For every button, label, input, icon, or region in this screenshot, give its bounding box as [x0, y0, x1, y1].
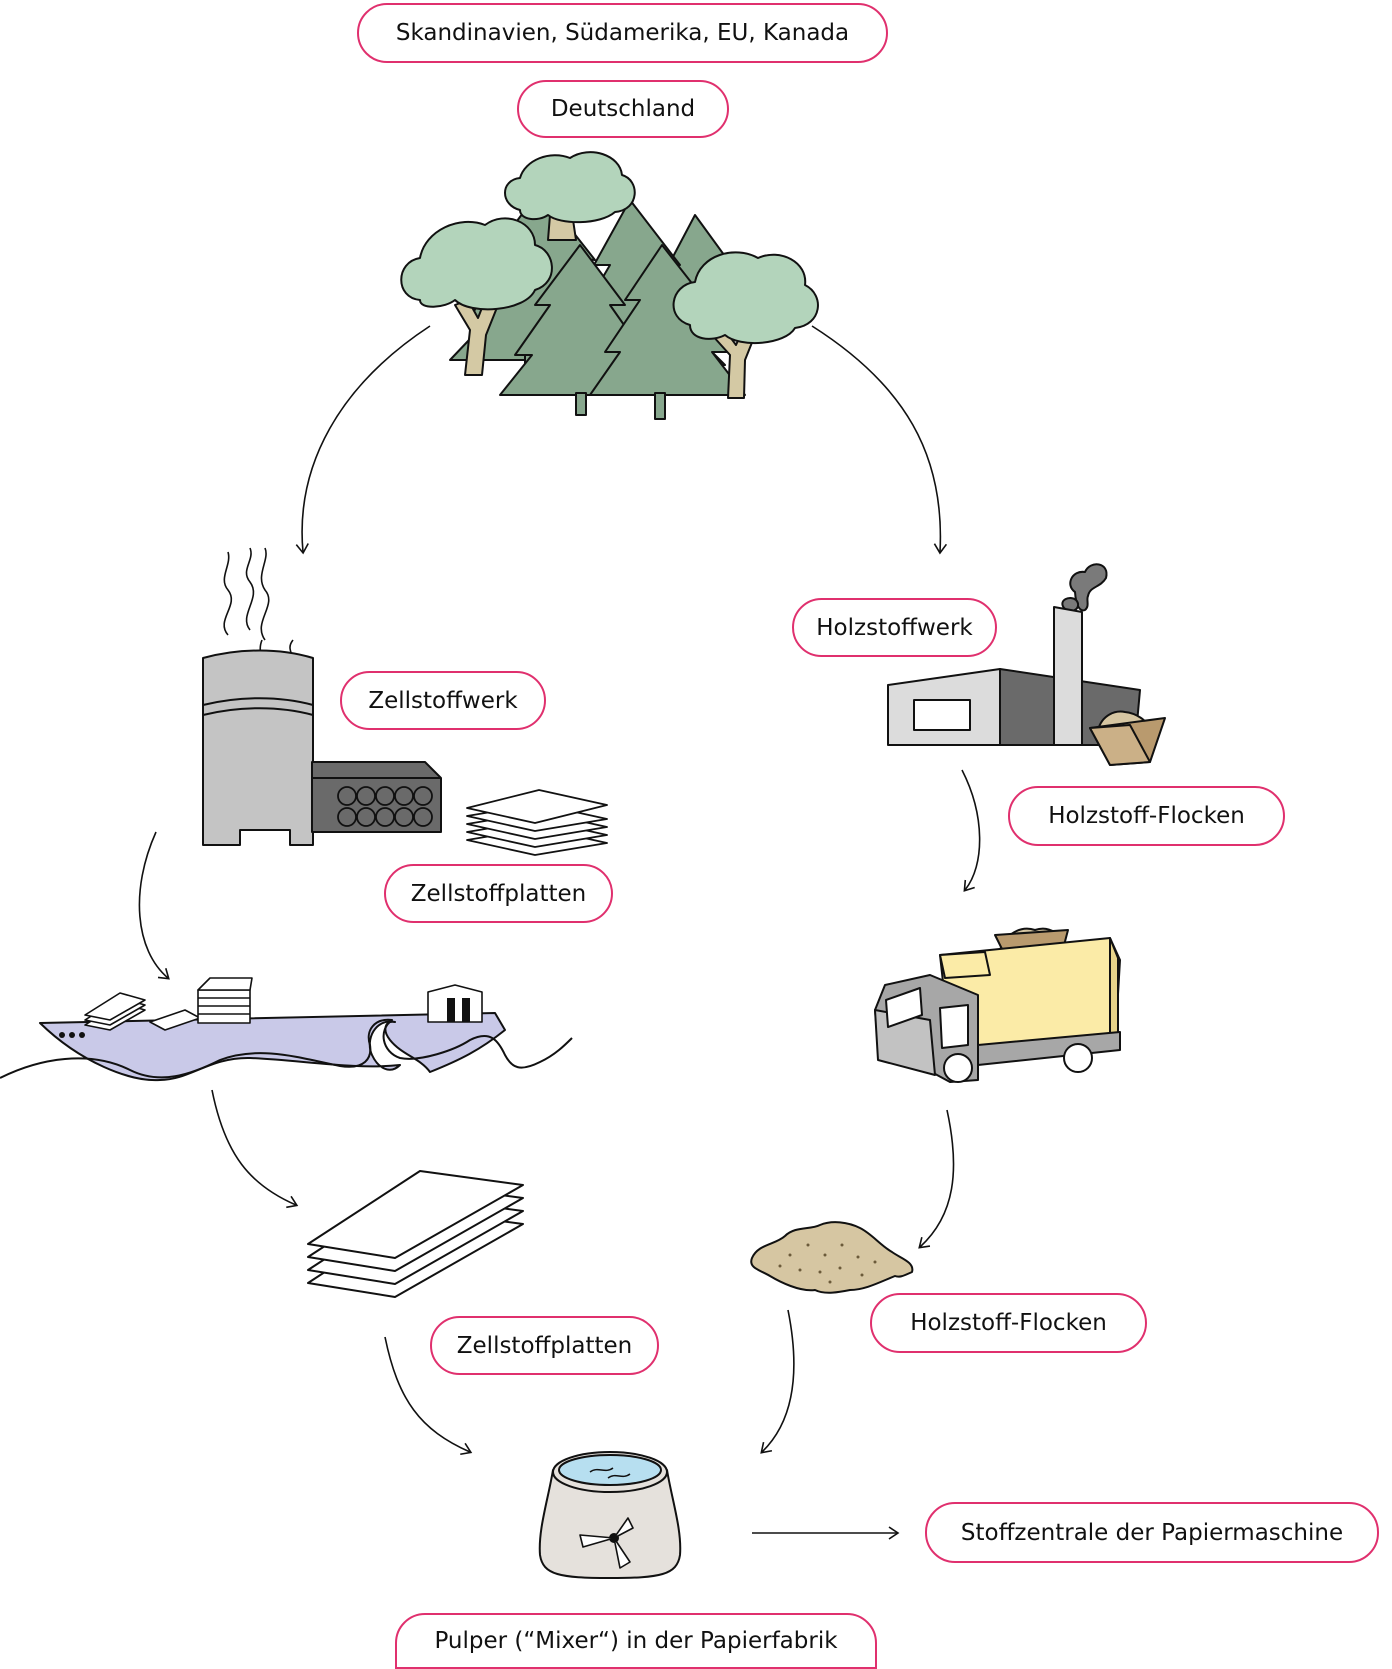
forest-icon — [400, 151, 819, 420]
label-groundwood-flakes-mill: Holzstoff-Flocken — [1008, 786, 1285, 846]
label-stock-preparation: Stoffzentrale der Papiermaschine — [925, 1502, 1379, 1563]
pulp-mill-icon — [202, 547, 608, 856]
label-pulper: Pulper (“Mixer“) in der Papierfabrik — [395, 1613, 877, 1669]
label-pulp-sheets-arrival: Zellstoffplatten — [430, 1316, 659, 1375]
arrow-ship-to-pulp-sheets — [211, 1089, 299, 1209]
arrow-forest-to-pulp-mill — [295, 325, 431, 555]
arrow-pulp-mill-to-ship — [138, 831, 170, 980]
cargo-ship-icon — [0, 977, 573, 1082]
label-groundwood-mill: Holzstoffwerk — [792, 598, 997, 657]
arrow-flakes-to-pulper — [760, 1309, 795, 1454]
arrow-forest-to-groundwood-mill — [811, 325, 948, 555]
arrow-pulp-sheets-to-pulper — [384, 1336, 473, 1456]
label-origin-countries: Skandinavien, Südamerika, EU, Kanada — [357, 3, 888, 63]
label-pulp-mill: Zellstoffwerk — [340, 671, 546, 730]
flow-arrows — [138, 325, 981, 1540]
wood-flakes-pile-icon — [750, 1221, 914, 1294]
pulp-sheets-icon — [307, 1170, 524, 1298]
groundwood-mill-icon — [887, 563, 1166, 766]
pulper-icon — [538, 1451, 682, 1579]
arrow-truck-to-flakes — [918, 1109, 955, 1249]
arrow-groundwood-mill-to-truck — [961, 769, 981, 892]
label-pulp-sheets-mill: Zellstoffplatten — [384, 864, 613, 923]
label-groundwood-flakes-arrival: Holzstoff-Flocken — [870, 1293, 1147, 1353]
label-origin-germany: Deutschland — [517, 80, 729, 138]
truck-icon — [874, 927, 1121, 1083]
